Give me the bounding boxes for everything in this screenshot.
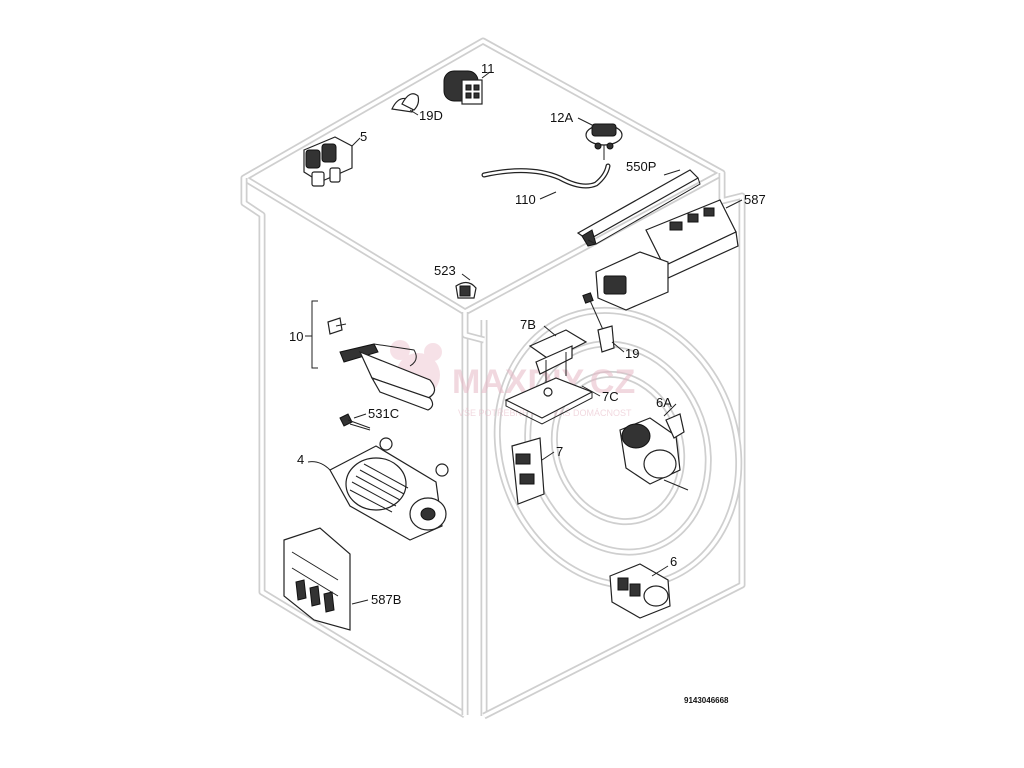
label-12a: 12A — [550, 110, 573, 125]
label-7: 7 — [556, 444, 563, 459]
plate-icon — [504, 377, 601, 425]
module-board-icon — [283, 527, 369, 631]
cabinet-outline — [240, 37, 746, 720]
hose-icon — [481, 163, 611, 200]
drain-pump-icon — [619, 403, 689, 491]
label-550p: 550P — [626, 159, 656, 174]
connector-icon — [455, 273, 477, 299]
label-531c: 531C — [368, 406, 399, 421]
label-19: 19 — [625, 346, 639, 361]
label-6a: 6A — [656, 395, 672, 410]
label-587: 587 — [744, 192, 766, 207]
document-number: 9143046668 — [684, 696, 729, 705]
screw-icon — [339, 413, 371, 431]
motor-icon — [307, 437, 449, 541]
label-4: 4 — [297, 452, 304, 467]
label-11: 11 — [481, 61, 495, 76]
label-10: 10 — [289, 329, 303, 344]
label-5: 5 — [360, 129, 367, 144]
sensor-icon — [582, 292, 625, 353]
inlet-valve-icon — [303, 136, 361, 187]
control-panel-strip-icon — [576, 169, 701, 247]
label-523: 523 — [434, 263, 456, 278]
control-board-icon — [595, 199, 743, 311]
capacitor-icon — [443, 70, 491, 105]
heater-kit-icon — [305, 300, 436, 411]
pump-icon — [609, 563, 671, 619]
label-19d: 19D — [419, 108, 443, 123]
label-110: 110 — [515, 192, 536, 207]
clip-icon — [391, 93, 420, 116]
label-7c: 7C — [602, 389, 619, 404]
door-lock-icon — [511, 437, 555, 505]
bracket-icon — [528, 325, 588, 384]
label-7b: 7B — [520, 317, 536, 332]
pressure-switch-icon — [577, 117, 623, 160]
label-587b: 587B — [371, 592, 401, 607]
label-6: 6 — [670, 554, 677, 569]
